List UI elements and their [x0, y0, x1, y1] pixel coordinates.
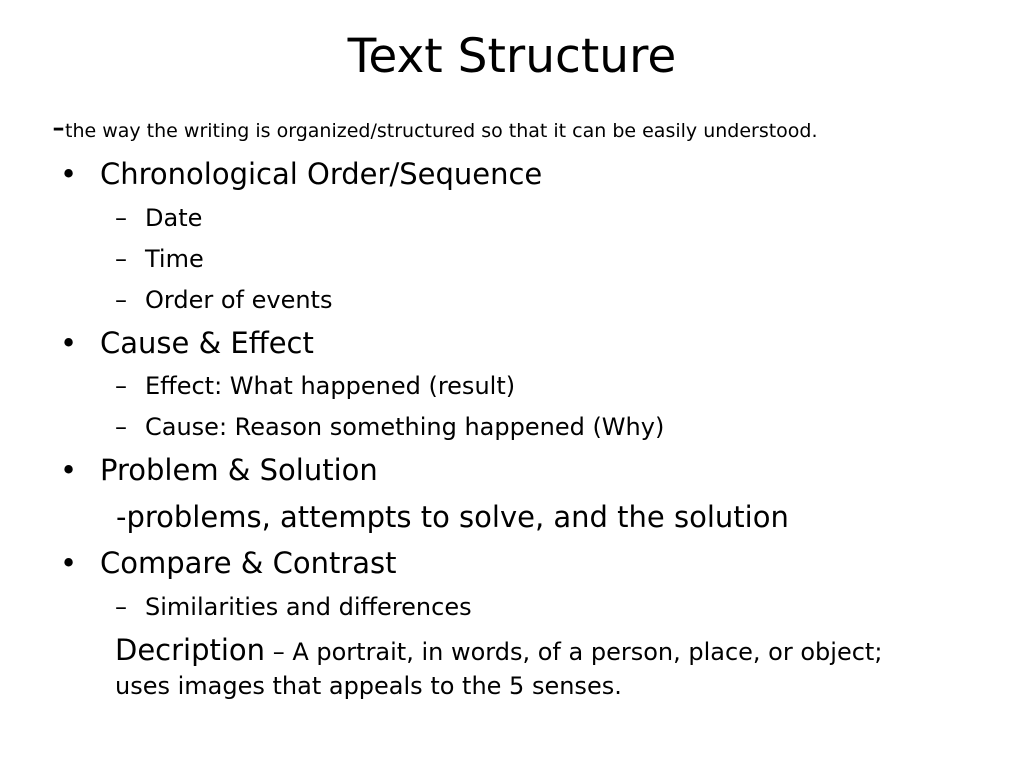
- sub-bullet-item: –Time: [115, 244, 204, 274]
- subtitle-text: the way the writing is organized/structu…: [65, 120, 818, 142]
- problem-solution-note: -problems, attempts to solve, and the so…: [116, 500, 789, 534]
- dash-bullet-icon: –: [115, 286, 127, 314]
- bullet-item-problem-solution: • Problem & Solution: [60, 452, 378, 488]
- bullet-label: Cause & Effect: [100, 326, 314, 360]
- subtitle-dash: -: [52, 107, 65, 148]
- sub-bullet-label: Date: [145, 204, 203, 232]
- bullet-label: Chronological Order/Sequence: [100, 157, 543, 191]
- bullet-label: Compare & Contrast: [100, 546, 397, 580]
- bullet-item-chronological: • Chronological Order/Sequence: [60, 156, 542, 192]
- slide-subtitle: -the way the writing is organized/struct…: [52, 108, 992, 151]
- sub-bullet-item: –Date: [115, 203, 202, 233]
- sub-bullet-item: –Effect: What happened (result): [115, 371, 515, 401]
- dash-bullet-icon: –: [115, 204, 127, 232]
- bullet-dot-icon: •: [60, 326, 78, 360]
- bullet-dot-icon: •: [60, 546, 78, 580]
- dash-bullet-icon: –: [115, 593, 127, 621]
- sub-bullet-item: –Cause: Reason something happened (Why): [115, 412, 664, 442]
- sub-bullet-label: Time: [145, 245, 204, 273]
- sub-bullet-label: Cause: Reason something happened (Why): [145, 413, 665, 441]
- bullet-dot-icon: •: [60, 157, 78, 191]
- bullet-dot-icon: •: [60, 453, 78, 487]
- description-heading: Decription: [115, 633, 266, 667]
- bullet-item-cause-effect: • Cause & Effect: [60, 325, 314, 361]
- description-body: – A portrait, in words, of a person, pla…: [115, 638, 883, 700]
- sub-bullet-label: Order of events: [145, 286, 333, 314]
- dash-bullet-icon: –: [115, 372, 127, 400]
- bullet-label: Problem & Solution: [100, 453, 378, 487]
- bullet-item-compare-contrast: • Compare & Contrast: [60, 545, 397, 581]
- slide-title: Text Structure: [347, 29, 677, 84]
- sub-bullet-label: Similarities and differences: [145, 593, 472, 621]
- dash-bullet-icon: –: [115, 245, 127, 273]
- description-paragraph: Decription – A portrait, in words, of a …: [115, 633, 915, 703]
- sub-bullet-label: Effect: What happened (result): [145, 372, 516, 400]
- sub-bullet-item: –Similarities and differences: [115, 592, 472, 622]
- sub-bullet-item: –Order of events: [115, 285, 332, 315]
- dash-bullet-icon: –: [115, 413, 127, 441]
